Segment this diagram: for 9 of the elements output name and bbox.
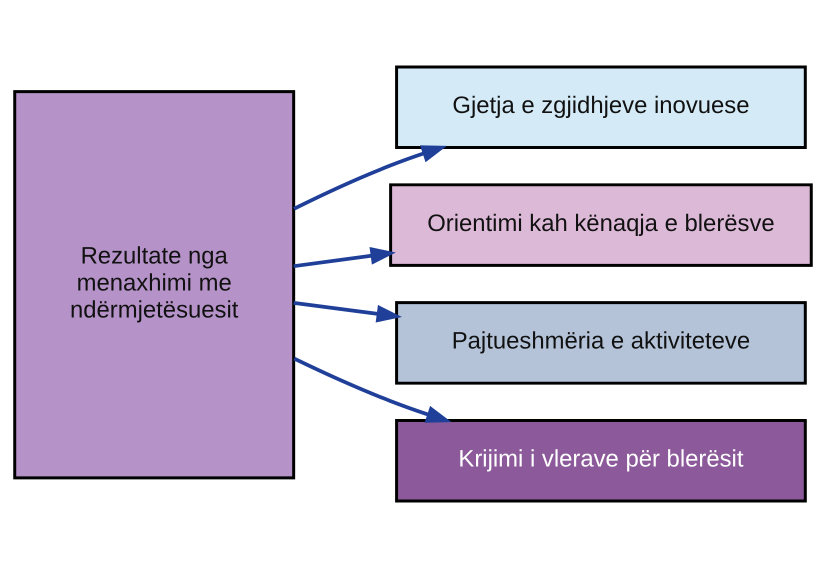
arrow bbox=[293, 301, 402, 323]
arrow bbox=[293, 356, 452, 423]
arrow bbox=[293, 247, 396, 268]
node-box: Krijimi i vlerave për blerësit bbox=[395, 419, 807, 503]
arrow bbox=[293, 145, 447, 210]
node-box: Orientimi kah kënaqja e blerësve bbox=[389, 183, 813, 267]
node-box: Pajtueshmëria e aktiviteteve bbox=[395, 301, 807, 385]
node-box: Gjetja e zgjidhjeve inovuese bbox=[395, 65, 807, 149]
node-box: Rezultate nga menaxhimi me ndërmjetësuesit bbox=[13, 90, 296, 480]
